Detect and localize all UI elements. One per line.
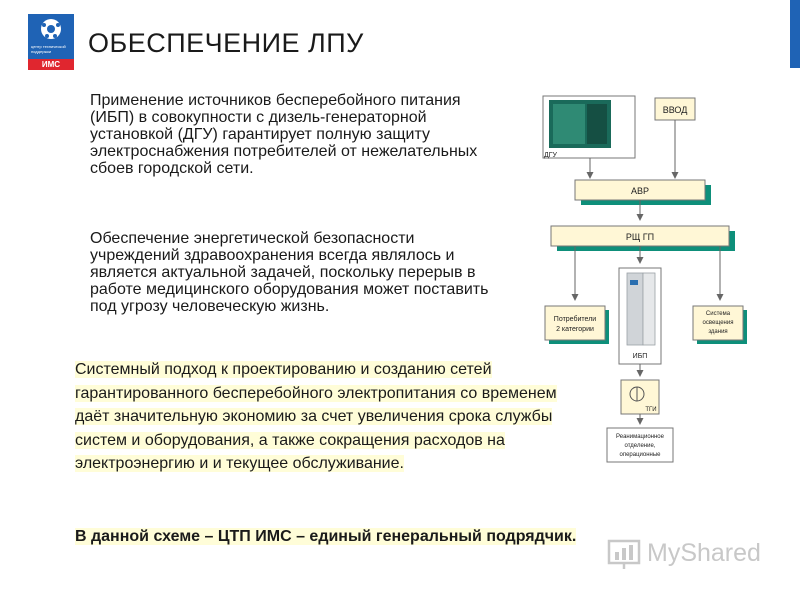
consumers-label-2: 2 категории	[556, 326, 594, 333]
contractor-note-text: В данной схеме – ЦТП ИМС – единый генера…	[75, 528, 577, 545]
watermark: MyShared	[607, 538, 767, 572]
power-scheme-diagram: ДГУ ВВОД АВР РЩ ГП Потребители 2 категор…	[542, 95, 747, 463]
lighting-label-3: здания	[708, 329, 727, 335]
consumers-box: Потребители 2 категории	[544, 305, 609, 344]
icu-label-2: отделение,	[625, 443, 656, 449]
logo-ims-label: ИМС	[28, 59, 74, 70]
logo-text: центр технической поддержки	[31, 44, 66, 54]
lighting-label-2: освещения	[703, 320, 734, 326]
avr-box: АВР	[574, 179, 711, 205]
icu-box: Реанимационное отделение, операционные	[606, 427, 674, 463]
watermark-text: MyShared	[647, 539, 761, 567]
ups-label: ИБП	[633, 353, 648, 360]
avr-label: АВР	[631, 186, 649, 196]
systemic-text: Системный подход к проектированию и созд…	[75, 361, 557, 472]
edge-accent	[790, 0, 800, 68]
tgi-transformer: ТГИ	[620, 379, 660, 415]
company-logo: центр технической поддержки ИМС	[28, 14, 74, 70]
dgu-label: ДГУ	[544, 152, 558, 159]
lighting-box: Система освещения здания	[692, 305, 747, 344]
dgu-generator: ДГУ	[542, 95, 636, 159]
paragraph-systemic-approach: Системный подход к проектированию и созд…	[75, 358, 585, 476]
contractor-note: В данной схеме – ЦТП ИМС – единый генера…	[75, 526, 595, 548]
paragraph-energy-security: Обеспечение энергетической безопасности …	[90, 230, 489, 315]
rshgp-box: РЩ ГП	[550, 225, 735, 251]
consumers-label-1: Потребители	[554, 315, 596, 323]
lighting-label-1: Система	[706, 311, 731, 317]
ups-cabinet: ИБП	[618, 267, 662, 365]
paragraph-ups: Применение источников бесперебойного пит…	[90, 92, 478, 177]
tgi-label: ТГИ	[645, 407, 656, 413]
rshgp-label: РЩ ГП	[626, 232, 654, 242]
icu-label-3: операционные	[620, 452, 662, 458]
vvod-label: ВВОД	[663, 105, 688, 115]
icu-label-1: Реанимационное	[616, 434, 665, 440]
vvod-box: ВВОД	[654, 97, 696, 121]
logo-ball-icon	[41, 19, 61, 39]
presentation-icon	[607, 539, 641, 569]
page-title: ОБЕСПЕЧЕНИЕ ЛПУ	[88, 28, 364, 58]
